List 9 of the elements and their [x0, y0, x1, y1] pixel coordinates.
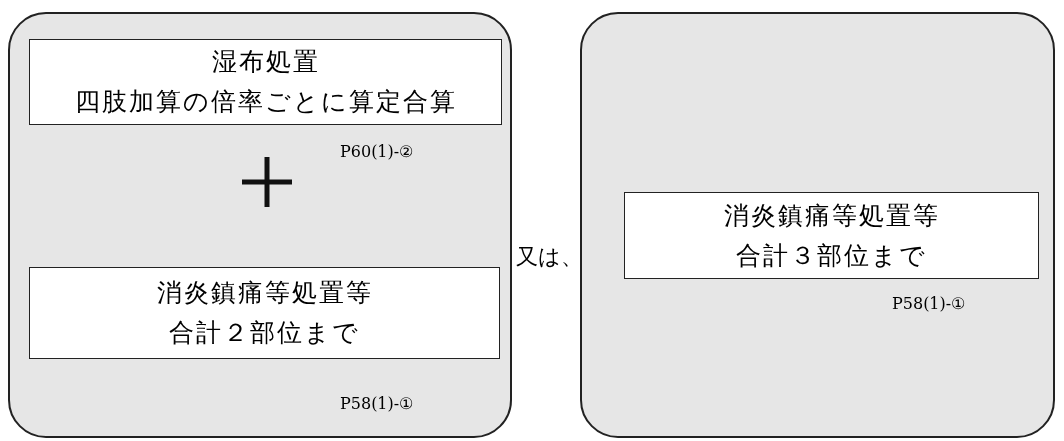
- page-reference: P58(1)-①: [340, 394, 414, 413]
- text-box: 消炎鎮痛等処置等 合計３部位まで: [624, 192, 1039, 279]
- connector-text: 又は、: [516, 243, 583, 271]
- text-box: 消炎鎮痛等処置等 合計２部位まで: [29, 267, 500, 359]
- text-box: 湿布処置 四肢加算の倍率ごとに算定合算: [29, 39, 502, 125]
- rounded-panel: [580, 12, 1055, 438]
- rounded-panel: [8, 12, 512, 438]
- page-reference: P58(1)-①: [892, 294, 966, 313]
- page-reference: P60(1)-②: [340, 142, 414, 161]
